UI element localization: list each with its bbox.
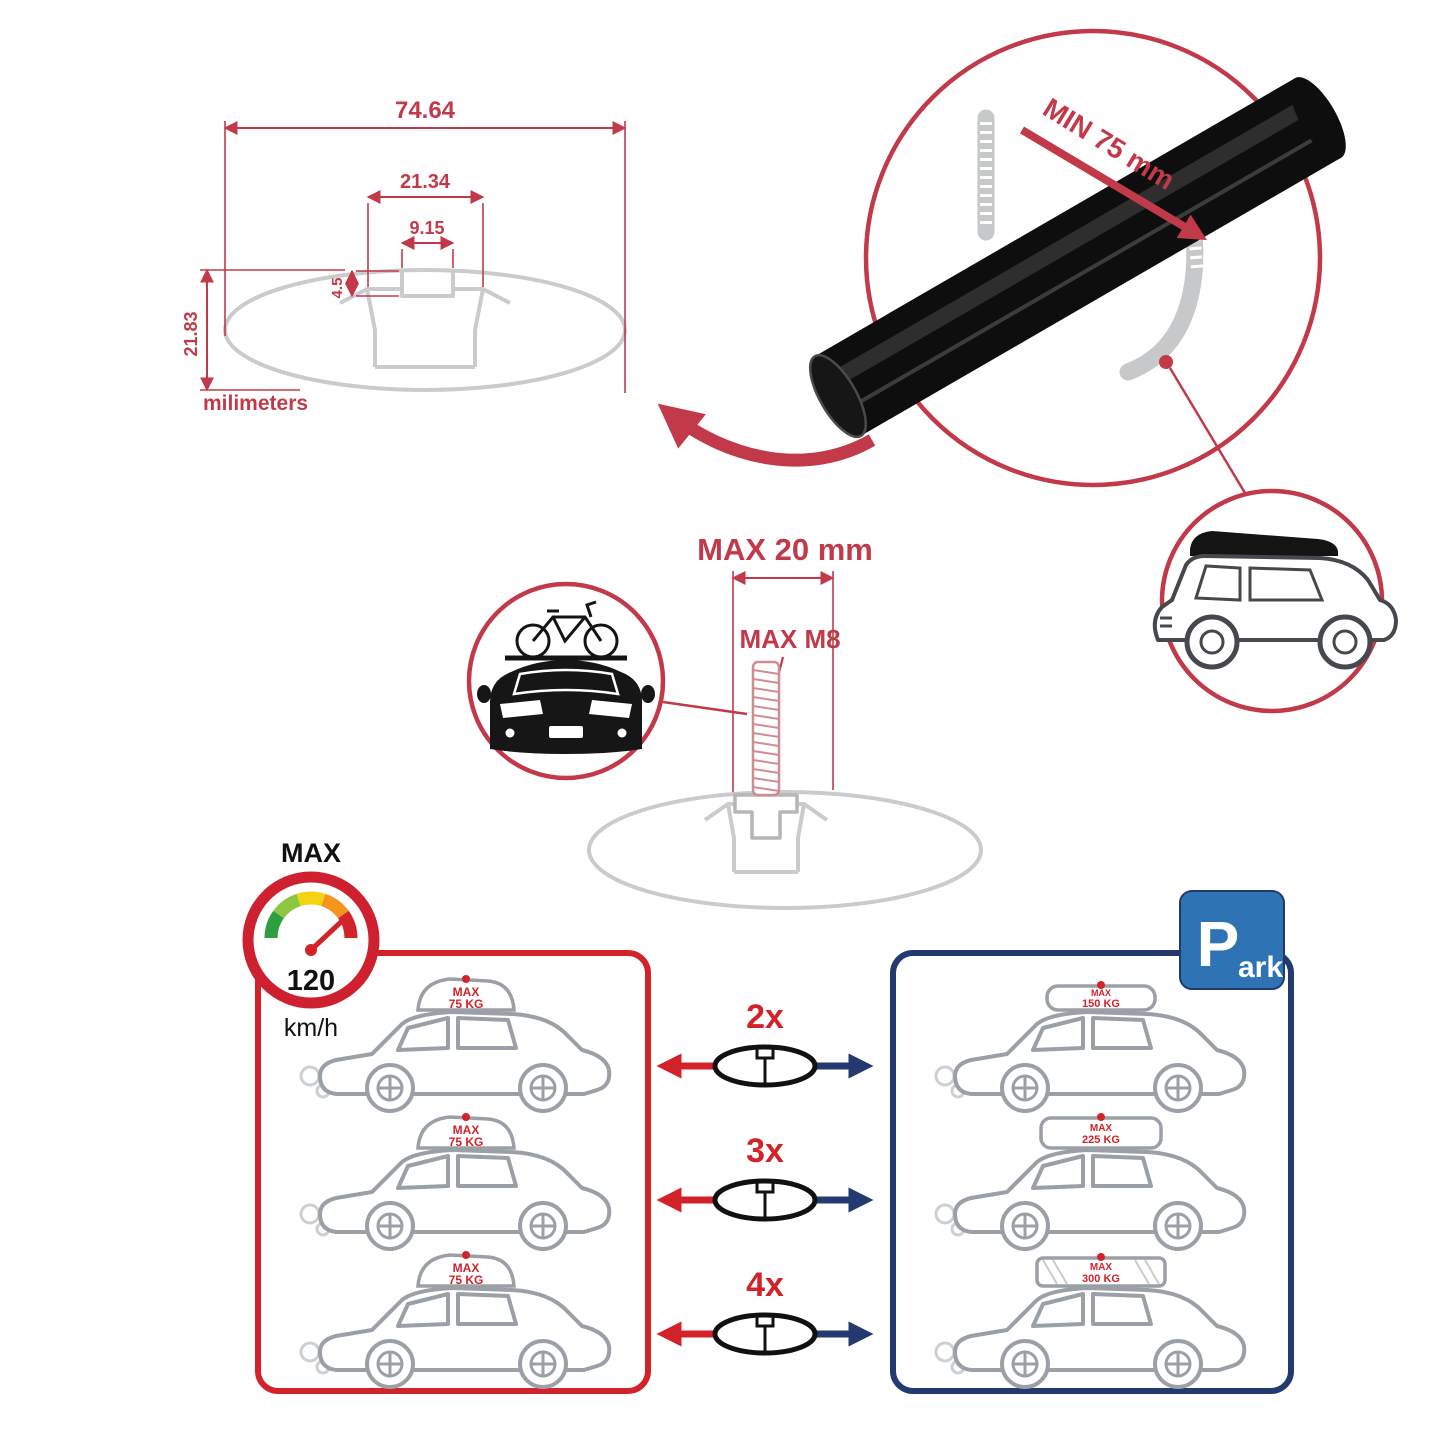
crossbar-bar [808, 77, 1346, 439]
roof-box: MAX 225 KG [1039, 1113, 1163, 1150]
profile-callout-arrow [657, 403, 876, 467]
roof-box: MAX 150 KG [1045, 981, 1157, 1012]
load-badge-icon [1097, 1253, 1105, 1261]
load-badge-icon [462, 1251, 470, 1259]
speed-unit: km/h [284, 1014, 338, 1042]
suv-roofbox-illustration [1152, 531, 1398, 670]
right-car-2: MAX 225 KG [934, 1113, 1247, 1251]
park-sign-letter: P [1197, 908, 1240, 980]
bolt-head [733, 793, 799, 840]
car-load-value: 75 KG [449, 1273, 484, 1287]
left-car-1: MAX 75 KG [299, 975, 612, 1113]
car-load-label: MAX [453, 1261, 480, 1275]
bolt-connector-line [662, 700, 748, 716]
load-badge-icon [462, 1113, 470, 1121]
roof-bag: MAX 75 KG [416, 1113, 516, 1150]
bolt-max-thread-label: MAX M8 [739, 624, 840, 654]
car-load-label: MAX [453, 985, 480, 999]
profile-ellipse [223, 268, 627, 392]
profile-small-channel [703, 802, 829, 874]
dim-slot-width-label: 9.15 [409, 218, 444, 238]
car-load-value: 150 KG [1082, 998, 1120, 1010]
roof-basket: MAX 300 KG [1035, 1253, 1167, 1288]
dim-channel-width-label: 21.34 [400, 171, 451, 193]
headlight-left [500, 700, 543, 718]
multiplier-label: 3x [746, 1132, 784, 1170]
load-badge-icon [462, 975, 470, 983]
bracket-callout-dot [1159, 355, 1173, 369]
car-load-label: MAX [1090, 1123, 1113, 1134]
roof-bag: MAX 75 KG [416, 1251, 516, 1288]
bolt-illustration [733, 660, 799, 840]
multiplier-row-2: 3x [656, 1132, 874, 1222]
car-load-label: MAX [453, 1123, 480, 1137]
bolt-diagram: MAX 20 mm MAX M8 [587, 532, 983, 910]
multiplier-row-1: 2x [656, 998, 874, 1088]
bolt-threads [752, 669, 780, 792]
left-car-3: MAX 75 KG [299, 1251, 612, 1389]
speed-value: 120 [287, 965, 335, 997]
profile-drawing: 74.64 21.34 9.15 4.5 21.83 milimeters [181, 97, 627, 415]
roof-box [1190, 531, 1338, 556]
left-car-2: MAX 75 KG [299, 1113, 612, 1251]
park-sign-text: ark [1238, 951, 1283, 984]
multiplier-label: 4x [746, 1266, 784, 1304]
car-load-value: 75 KG [449, 997, 484, 1011]
bike-car-circle [466, 581, 748, 781]
speedometer: 120 [242, 871, 380, 1009]
car-load-value: 75 KG [449, 1135, 484, 1149]
units-label: milimeters [203, 392, 308, 415]
car-load-value: 300 KG [1082, 1273, 1120, 1285]
dim-total-width-label: 74.64 [395, 97, 456, 124]
profile-channel [339, 271, 511, 369]
min-75-arrow [1019, 126, 1208, 241]
multiplier-row-3: 4x [656, 1266, 874, 1356]
roof-bag: MAX 75 KG [416, 975, 516, 1012]
car-load-label: MAX [1091, 988, 1111, 998]
headlight-right [589, 700, 632, 718]
roofbox-car-circle [1152, 488, 1398, 714]
park-sign: P ark [1179, 890, 1285, 990]
profile-small-ellipse [587, 790, 983, 910]
crossbar-detail: MIN 75 mm [657, 28, 1346, 499]
car-front-illustration [477, 655, 655, 754]
bolt-max-length-label: MAX 20 mm [697, 532, 873, 567]
load-badge-icon [1097, 981, 1105, 989]
right-car-1: MAX 150 KG [934, 981, 1247, 1113]
car-load-value: 225 KG [1082, 1134, 1120, 1146]
car-load-label: MAX [1090, 1262, 1113, 1273]
dim-slot-depth-label: 4.5 [329, 278, 346, 299]
right-car-3: MAX 300 KG [934, 1253, 1247, 1389]
bracket-callout-line [1168, 367, 1250, 499]
multiplier-label: 2x [746, 998, 784, 1036]
gauge-needle [308, 918, 345, 953]
dim-total-height-label: 21.83 [181, 311, 201, 356]
load-badge-icon [1097, 1113, 1105, 1121]
speed-max-label: MAX [281, 838, 341, 868]
